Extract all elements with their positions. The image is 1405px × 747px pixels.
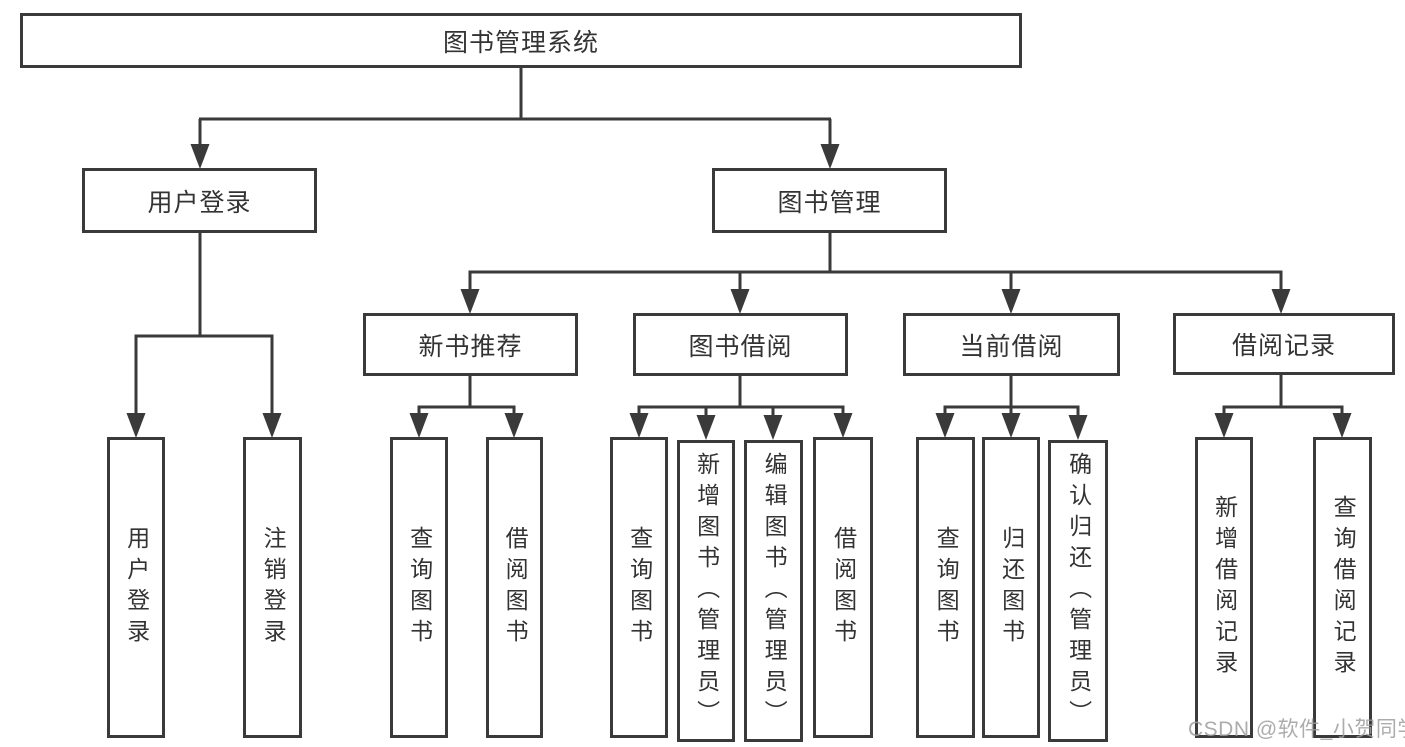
leaf-borrow-books-recommend-label: 借阅图书 [502, 525, 529, 650]
leaf-query-borrow-record: 查询借阅记录 [1313, 437, 1372, 738]
leaf-confirm-return-admin-label: 确认归还（管理员） [1065, 451, 1092, 731]
leaf-query-books-recommend-label: 查询图书 [406, 525, 433, 650]
leaf-query-books-borrow-label: 查询图书 [626, 525, 653, 650]
node-new-book-recommend: 新书推荐 [363, 313, 578, 376]
node-current-borrow-label: 当前借阅 [959, 332, 1064, 361]
node-borrow-records-label: 借阅记录 [1231, 332, 1336, 360]
leaf-borrow-books-borrow: 借阅图书 [813, 437, 873, 738]
leaf-query-books-current-label: 查询图书 [933, 525, 960, 650]
leaf-borrow-books-recommend: 借阅图书 [486, 437, 543, 738]
node-book-borrow-label: 图书借阅 [688, 332, 793, 361]
leaf-edit-book-admin-label: 编辑图书（管理员） [761, 451, 788, 731]
leaf-query-borrow-record-label: 查询借阅记录 [1330, 494, 1357, 681]
leaf-edit-book-admin: 编辑图书（管理员） [744, 440, 803, 742]
leaf-logout: 注销登录 [243, 437, 302, 738]
leaf-confirm-return-admin: 确认归还（管理员） [1048, 440, 1108, 742]
leaf-query-books-borrow: 查询图书 [610, 437, 668, 738]
leaf-borrow-books-borrow-label: 借阅图书 [830, 525, 857, 650]
node-borrow-records: 借阅记录 [1173, 313, 1395, 375]
leaf-return-book: 归还图书 [982, 437, 1040, 738]
node-current-borrow: 当前借阅 [903, 313, 1120, 376]
node-user-login-label: 用户登录 [147, 188, 252, 217]
leaf-query-books-recommend: 查询图书 [390, 437, 448, 738]
node-user-login: 用户登录 [82, 168, 317, 233]
leaf-user-login-label: 用户登录 [123, 525, 150, 650]
leaf-user-login: 用户登录 [107, 437, 165, 738]
leaf-add-book-admin: 新增图书（管理员） [677, 440, 735, 742]
node-new-book-recommend-label: 新书推荐 [418, 332, 523, 361]
node-root: 图书管理系统 [20, 13, 1022, 68]
watermark: CSDN @软件_小贺同学 [1188, 718, 1405, 741]
leaf-logout-label: 注销登录 [260, 525, 287, 650]
leaf-add-borrow-record-label: 新增借阅记录 [1211, 494, 1238, 681]
leaf-add-book-admin-label: 新增图书（管理员） [693, 451, 720, 731]
node-book-management-label: 图书管理 [777, 188, 882, 217]
node-root-label: 图书管理系统 [442, 28, 599, 57]
leaf-add-borrow-record: 新增借阅记录 [1195, 437, 1253, 738]
leaf-return-book-label: 归还图书 [998, 525, 1025, 650]
node-book-management: 图书管理 [712, 168, 947, 233]
node-book-borrow: 图书借阅 [633, 313, 848, 376]
leaf-query-books-current: 查询图书 [916, 437, 975, 738]
